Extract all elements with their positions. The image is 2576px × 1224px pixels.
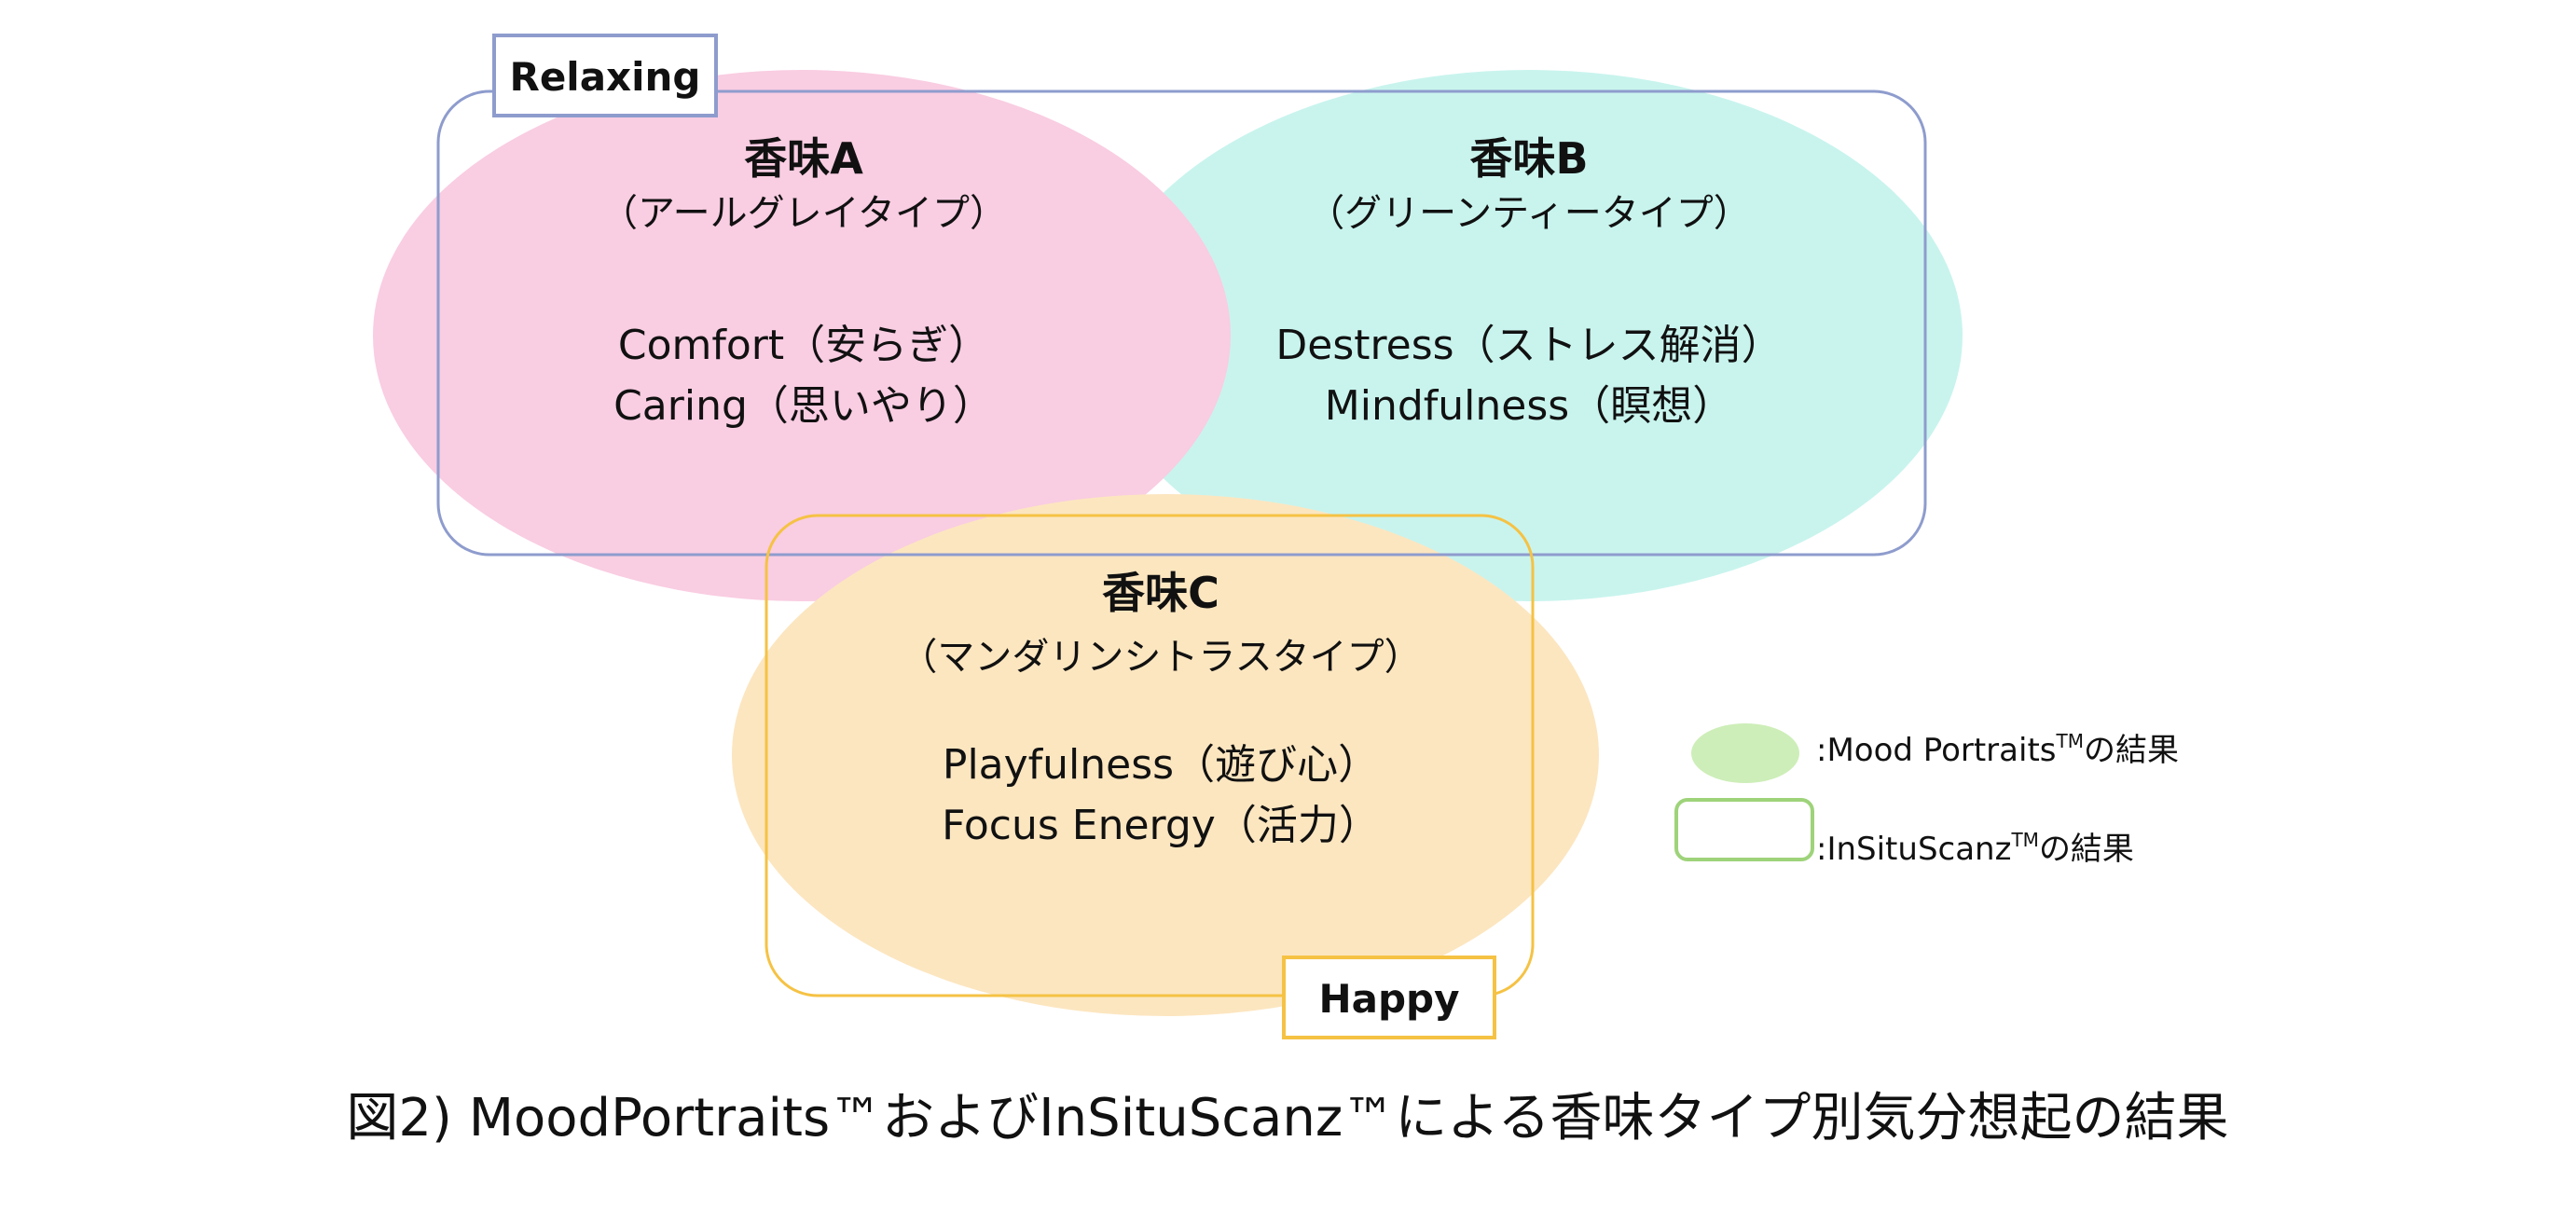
- flavor-a-name: 香味A: [744, 133, 863, 184]
- legend-insitu-swatch: [1674, 798, 1814, 861]
- flavor-c-ellipse: [732, 494, 1599, 1016]
- flavor-a-type: （アールグレイタイプ）: [600, 192, 1007, 235]
- happy-tag: Happy: [1319, 976, 1460, 1022]
- flavor-b-type: （グリーンティータイプ）: [1307, 192, 1751, 235]
- flavor-b-name: 香味B: [1469, 133, 1588, 184]
- legend-insitu-label: :InSituScanzTMの結果: [1816, 829, 2134, 868]
- flavor-b-ellipse: [1095, 70, 1963, 601]
- figure-caption: 図2) MoodPortraits™およびInSituScanz™による香味タイ…: [346, 1088, 2228, 1148]
- flavor-b-mood-1: Destress（ストレス解消）: [1275, 322, 1782, 369]
- legend-mood-swatch: [1691, 723, 1799, 783]
- flavor-c-name: 香味C: [1102, 568, 1219, 618]
- flavor-a-mood-1: Comfort（安らぎ）: [618, 322, 989, 369]
- flavor-c-mood-1: Playfulness（遊び心）: [943, 741, 1379, 789]
- happy-group-box: [765, 514, 1535, 997]
- happy-tag-box: [1282, 956, 1496, 1039]
- flavor-a-mood-2: Caring（思いやり）: [613, 382, 994, 430]
- relaxing-group-box: [436, 89, 1927, 557]
- flavor-b-mood-2: Mindfulness（瞑想）: [1325, 382, 1733, 430]
- flavor-a-ellipse: [373, 70, 1231, 601]
- flavor-c-mood-2: Focus Energy（活力）: [942, 802, 1380, 849]
- relaxing-tag-box: [492, 34, 718, 117]
- legend-mood-label: :Mood PortraitsTMの結果: [1816, 730, 2179, 769]
- flavor-c-type: （マンダリンシトラスタイプ）: [900, 636, 1421, 679]
- relaxing-tag: Relaxing: [509, 54, 700, 100]
